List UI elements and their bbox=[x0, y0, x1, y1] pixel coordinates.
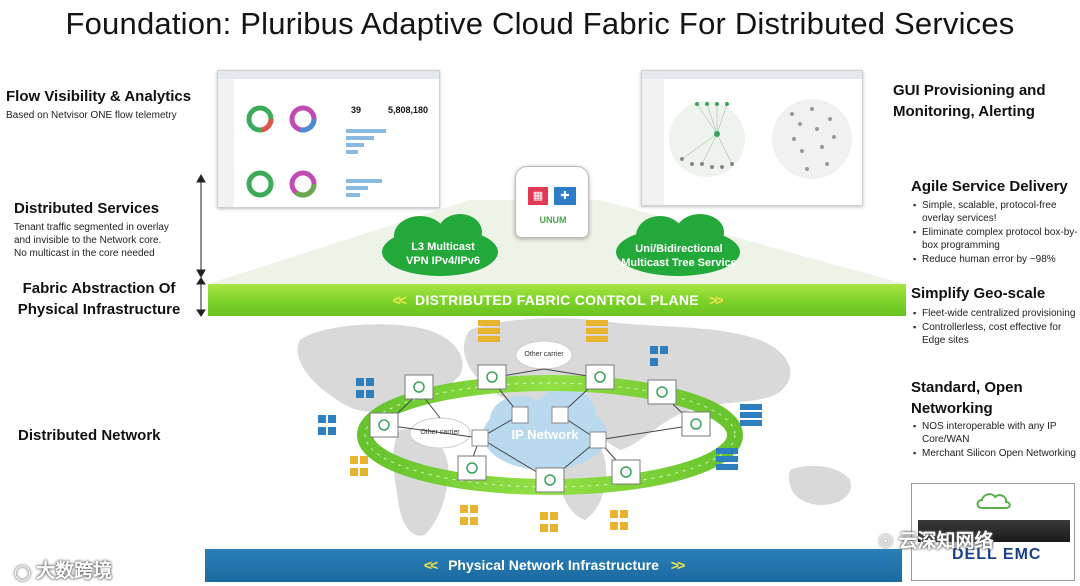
agile-service-heading: Agile Service Delivery bbox=[911, 178, 1068, 195]
chevron-left-icon: << bbox=[392, 292, 406, 308]
list-item: Fleet-wide centralized provisioning bbox=[913, 307, 1078, 320]
chevron-right-icon: >> bbox=[709, 292, 723, 308]
other-carrier-left-label: Other carrier bbox=[420, 429, 460, 436]
chevron-right-icon: >> bbox=[670, 557, 685, 573]
physical-infrastructure-label: Physical Network Infrastructure bbox=[448, 557, 659, 573]
physical-infrastructure-band: << Physical Network Infrastructure >> bbox=[205, 549, 902, 582]
service-clouds bbox=[382, 214, 740, 276]
geo-scale-heading: Simplify Geo-scale bbox=[911, 285, 1046, 302]
wechat-icon: ☉ bbox=[878, 532, 894, 551]
other-carrier-top-label: Other carrier bbox=[524, 351, 564, 358]
l3-multicast-label: L3 Multicast VPN IPv4/IPv6 bbox=[406, 241, 480, 267]
standard-open-list: NOS interoperable with any IP Core/WAN M… bbox=[913, 420, 1078, 461]
distributed-services-text: Tenant traffic segmented in overlay and … bbox=[14, 222, 169, 259]
agile-service-list: Simple, scalable, protocol-free overlay … bbox=[913, 199, 1078, 267]
list-item: Controllerless, cost effective for Edge … bbox=[913, 321, 1078, 347]
flow-visibility-subtitle: Based on Netvisor ONE flow telemetry bbox=[6, 110, 177, 121]
unum-logo: UNUM bbox=[539, 215, 567, 225]
ip-network-label: IP Network bbox=[511, 427, 579, 442]
control-plane-label: DISTRIBUTED FABRIC CONTROL PLANE bbox=[415, 292, 699, 308]
bracket-arrows bbox=[196, 173, 206, 317]
fabric-app-icon: ✚ bbox=[554, 187, 576, 205]
distributed-services-heading: Distributed Services bbox=[14, 200, 160, 217]
list-item: Simple, scalable, protocol-free overlay … bbox=[913, 199, 1078, 225]
list-item: Reduce human error by ~98% bbox=[913, 253, 1078, 266]
metric-flows: 39 bbox=[351, 105, 362, 115]
watermark-left: ◯ 大数跨境 bbox=[14, 561, 113, 582]
analytics-dashboard-thumbnail: 39 5,808,180 bbox=[217, 70, 440, 208]
edge-devices bbox=[318, 320, 762, 532]
watermark-logo-icon: ◯ bbox=[14, 564, 31, 581]
unum-controller[interactable]: ▦ ✚ UNUM bbox=[515, 166, 589, 238]
analytics-app-icon: ▦ bbox=[528, 187, 548, 205]
watermark-right: ☉ 云深知网络 bbox=[878, 531, 994, 552]
multicast-tree-label: Uni/Bidirectional Multicast Tree Service bbox=[621, 243, 737, 269]
page-title: Foundation: Pluribus Adaptive Cloud Fabr… bbox=[65, 6, 1015, 41]
geo-scale-list: Fleet-wide centralized provisioning Cont… bbox=[913, 307, 1078, 348]
list-item: NOS interoperable with any IP Core/WAN bbox=[913, 420, 1078, 446]
gui-provisioning-heading: GUI Provisioning and Monitoring, Alertin… bbox=[893, 82, 1046, 120]
switch-nodes bbox=[369, 364, 711, 493]
control-plane-band: << DISTRIBUTED FABRIC CONTROL PLANE >> bbox=[208, 284, 906, 316]
distributed-network-heading: Distributed Network bbox=[18, 427, 161, 444]
metric-bytes: 5,808,180 bbox=[388, 105, 429, 115]
flow-visibility-heading: Flow Visibility & Analytics bbox=[6, 88, 192, 105]
list-item: Merchant Silicon Open Networking bbox=[913, 447, 1078, 460]
switch-hardware-image: DELL EMC bbox=[911, 483, 1075, 581]
chevron-left-icon: << bbox=[423, 557, 438, 573]
dell-emc-logo: DELL EMC bbox=[952, 546, 1042, 563]
topology-gui-thumbnail bbox=[641, 70, 863, 206]
fabric-abstraction-heading: Fabric Abstraction Of Physical Infrastru… bbox=[17, 280, 181, 318]
standard-open-heading: Standard, Open Networking bbox=[911, 379, 1023, 417]
list-item: Eliminate complex protocol box-by-box pr… bbox=[913, 226, 1078, 252]
